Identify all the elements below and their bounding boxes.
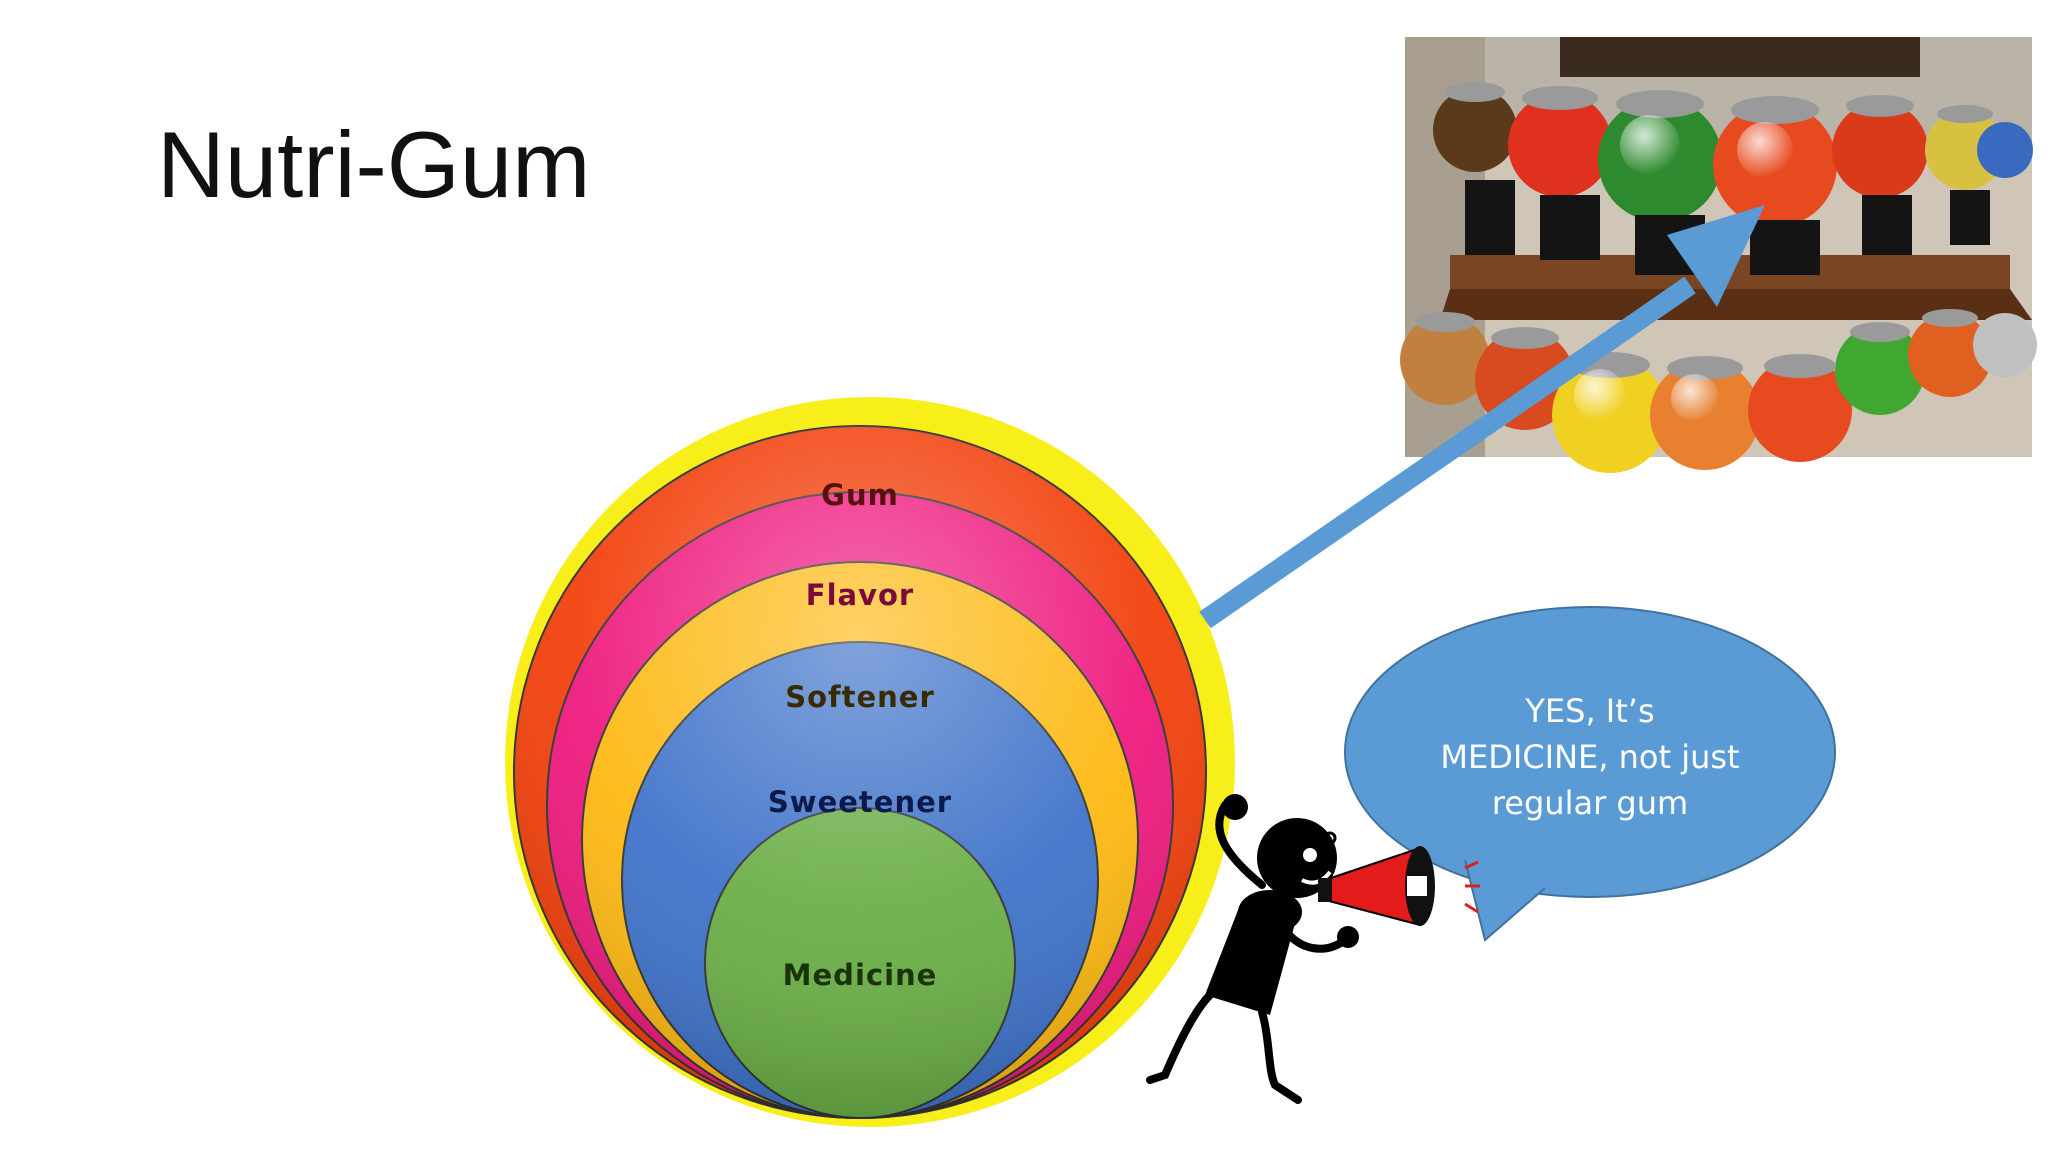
bubble-line-1: YES, It’s <box>1524 692 1654 730</box>
ring-label-sweetener: Sweetener <box>768 785 952 819</box>
ring-label-softener: Softener <box>785 680 935 714</box>
bubble-line-2: MEDICINE, not just <box>1440 738 1739 776</box>
ring-label-flavor: Flavor <box>806 578 914 612</box>
slide-title: Nutri-Gum <box>157 112 591 217</box>
speech-bubble: YES, It’s MEDICINE, not just regular gum <box>1344 606 1836 942</box>
ring-label-gum: Gum <box>821 478 899 512</box>
nested-circles-diagram: Gum Flavor Softener Sweetener Medicine <box>505 397 1235 1127</box>
stick-figure-megaphone-icon <box>1146 794 1480 1104</box>
ring-label-medicine: Medicine <box>783 958 938 992</box>
bubble-line-3: regular gum <box>1492 784 1688 822</box>
arrow-to-photo <box>1199 205 1765 629</box>
